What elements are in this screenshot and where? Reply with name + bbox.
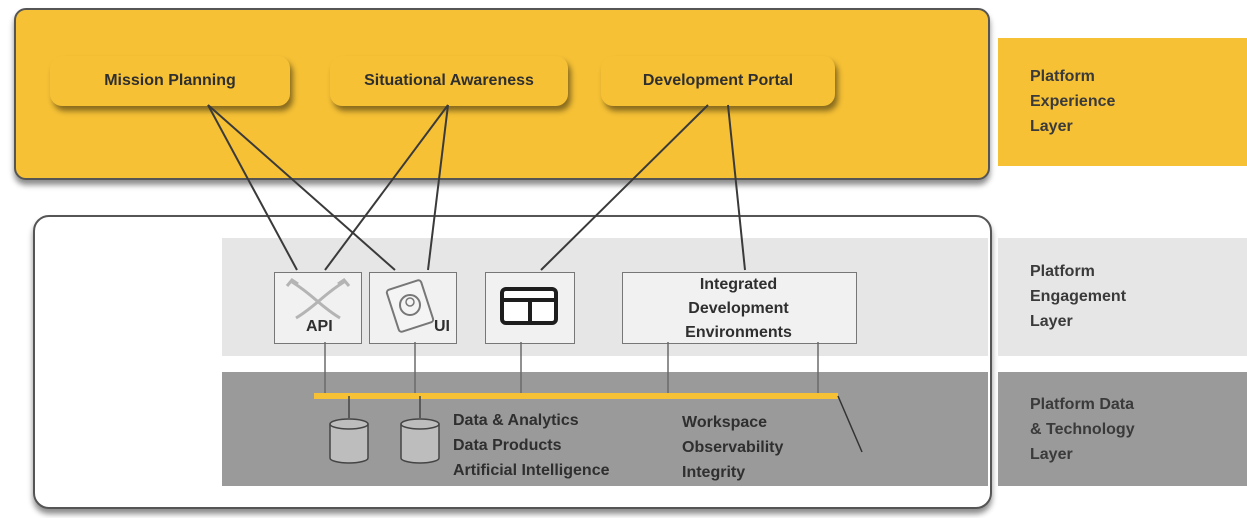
bus-drops [324, 342, 819, 394]
platform-qualities-list: Workspace Observability Integrity [682, 414, 784, 481]
experience-layer-band [998, 38, 1247, 166]
database-icon-2 [400, 418, 440, 464]
engagement-layer-label: Platform Engagement Layer [1030, 263, 1127, 330]
database-drops [348, 396, 421, 418]
api-label: API [306, 318, 333, 335]
situational-awareness-node: Situational Awareness [330, 56, 568, 106]
bus-tail-line [837, 395, 863, 453]
experience-layer-label: Platform Experience Layer [1030, 68, 1116, 135]
connector-portal-ide [727, 104, 746, 271]
data-layer-label: Platform Data & Technology Layer [1030, 396, 1135, 463]
connector-awareness-ui [427, 104, 449, 271]
app-window-icon [500, 287, 558, 325]
ide-label: Integrated Development Environments [685, 276, 792, 341]
ui-label: UI [434, 318, 450, 335]
connector-lines [207, 104, 746, 271]
development-portal-node: Development Portal [601, 56, 835, 106]
mission-planning-node: Mission Planning [50, 56, 290, 106]
connector-portal-app [540, 104, 709, 271]
data-capabilities-list: Data & Analytics Data Products Artificia… [453, 412, 610, 479]
user-badge-icon [385, 279, 435, 333]
connector-awareness-api [324, 104, 449, 271]
engagement-layer-band [998, 238, 1247, 356]
ide-box [622, 272, 857, 344]
connector-mission-ui [207, 104, 396, 271]
connector-mission-api [207, 104, 298, 271]
data-layer-band [998, 372, 1247, 486]
api-icon [285, 278, 351, 320]
database-icon-1 [329, 418, 369, 464]
